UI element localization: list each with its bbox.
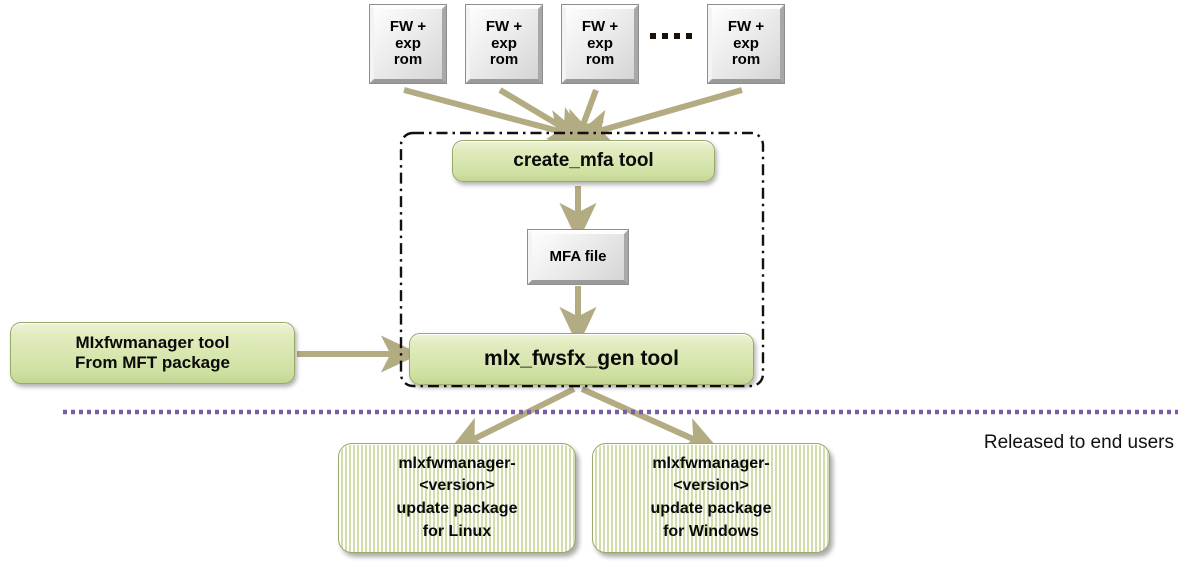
fwsfx-to-windows-arrow [580,386,721,453]
ellipsis-dot [686,33,692,39]
fw-to-create-mfa-arrows [403,87,743,153]
ellipsis-dot [674,33,680,39]
mlxfwmanager-tool-line2: From MFT package [75,353,230,372]
create-mfa-tool-box: create_mfa tool [452,140,715,182]
mlxfwmanager-tool-line1: MIxfwmanager tool [75,332,230,352]
ellipsis-dot [662,33,668,39]
ellipsis-dot [650,33,656,39]
mlx-fwsfx-gen-tool-label: mlx_fwsfx_gen tool [484,347,679,371]
fwsfx-to-linux-arrow [447,386,576,453]
mfa-file-label: MFA file [549,247,607,265]
mlxfwmanager-tool-box: MIxfwmanager tool From MFT package [10,322,295,384]
mfa-file-box: MFA file [527,229,629,285]
mlx-fwsfx-gen-tool-box: mlx_fwsfx_gen tool [409,333,754,385]
ellipsis-dots [650,33,692,39]
released-to-end-users-caption: Released to end users [983,432,1174,453]
create-mfa-tool-label: create_mfa tool [513,149,654,171]
